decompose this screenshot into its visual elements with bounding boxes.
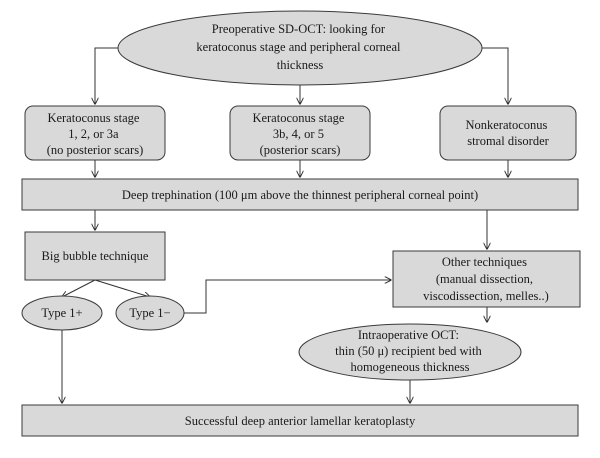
node-intraop-shape — [298, 323, 522, 381]
node-kc-late-label: Keratoconus stage 3b, 4, or 5 (posterior… — [252, 111, 347, 157]
node-other-tech-label: Other techniques (manual dissection, vis… — [423, 255, 549, 303]
nodes — [21, 10, 581, 437]
node-kc-late-shape — [229, 105, 371, 161]
node-intraop-label: Intraoperative OCT: thin (50 μ) recipien… — [335, 328, 485, 374]
edge-preop-to-kc-early — [95, 47, 118, 104]
node-big-bubble-shape — [24, 231, 166, 281]
node-type1plus-shape — [21, 295, 103, 331]
node-preop-shape — [117, 10, 483, 86]
node-trephination-shape — [21, 178, 579, 211]
edge-big-bubble-to-type1plus — [62, 279, 96, 297]
node-kc-early-shape — [24, 105, 166, 161]
node-success-shape — [21, 404, 579, 437]
node-type1minus-label: Type 1− — [129, 306, 170, 320]
edges — [62, 47, 508, 403]
node-other-tech-shape — [392, 250, 581, 308]
node-kc-early-label: Keratoconus stage 1, 2, or 3a (no poster… — [47, 111, 144, 157]
node-big-bubble-label: Big bubble technique — [42, 249, 149, 263]
node-preop-label: Preoperative SD-OCT: looking for keratoc… — [196, 22, 403, 72]
edge-big-bubble-to-type1minus — [94, 279, 150, 297]
labels: Preoperative SD-OCT: looking for keratoc… — [41, 22, 550, 428]
edge-type1minus-to-other-tech — [184, 280, 391, 314]
node-type1minus-shape — [115, 295, 185, 331]
node-nonkc-label: Nonkeratoconus stromal disorder — [465, 118, 550, 148]
edge-preop-to-nonkc — [482, 47, 508, 104]
node-trephination-label: Deep trephination (100 μm above the thin… — [122, 188, 478, 202]
node-nonkc-shape — [439, 105, 577, 161]
node-type1plus-label: Type 1+ — [41, 306, 82, 320]
node-success-label: Successful deep anterior lamellar kerato… — [185, 414, 416, 428]
